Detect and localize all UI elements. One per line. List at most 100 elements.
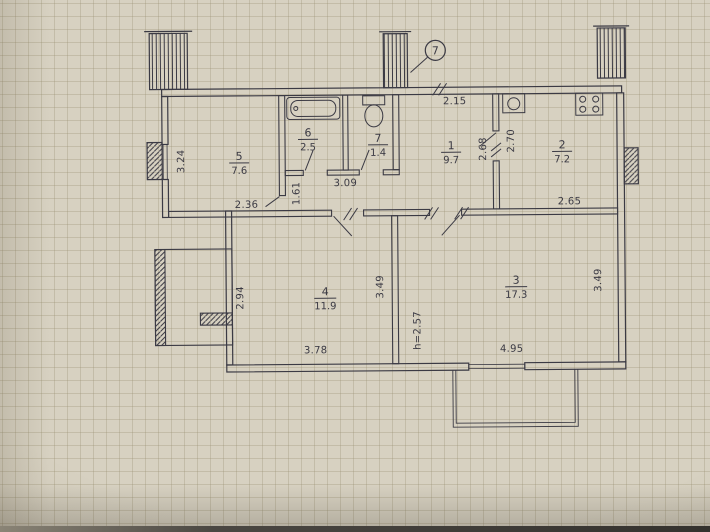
fixtures: [286, 92, 604, 128]
stove-burner: [579, 95, 587, 103]
wall-segment: [492, 93, 500, 132]
window-radiator-hatch: [146, 141, 163, 181]
wall-segment: [461, 207, 619, 216]
dimension-kitchen-height: 2.70: [506, 129, 517, 153]
dimension-room4-width: 3.78: [304, 345, 328, 356]
window-radiator-hatch: [623, 147, 639, 185]
chimney-middle-icon: [382, 32, 409, 89]
left-protrusion: [154, 248, 234, 347]
door-leaves: [265, 132, 497, 237]
bathtub-outer: [286, 96, 341, 121]
door-leaf-room3: [441, 214, 460, 236]
balcony-inner-line: [455, 369, 576, 424]
chimney-right-icon: [596, 27, 627, 79]
wall-segment: [278, 94, 286, 197]
room-area: 9.7: [443, 155, 459, 166]
room-area: 17.3: [505, 290, 527, 301]
wall-segment: [342, 94, 349, 171]
room-area: 7.6: [231, 166, 247, 177]
sink-outline: [502, 93, 526, 114]
wall-section-tick: [343, 207, 358, 221]
dimension-room5-width: 2.36: [235, 200, 259, 211]
room-label-4: 4 11.9: [314, 285, 336, 312]
room-label-6: 6 2.5: [298, 126, 319, 153]
wall-section-tick: [424, 207, 439, 220]
wall-segment: [524, 361, 627, 371]
wall-segment: [161, 85, 623, 98]
room-label-2: 2 7.2: [552, 138, 573, 165]
wall-segment: [161, 178, 170, 219]
wall-segment: [161, 95, 169, 146]
marker-circle: [424, 39, 446, 61]
wall-section-tick: [432, 83, 447, 96]
balcony-outline: [452, 369, 579, 428]
stove-burner: [592, 105, 600, 113]
wall-segment: [392, 94, 400, 171]
interior-walls: [168, 93, 619, 365]
apartment-number-marker: 7: [410, 39, 446, 73]
dimension-corridor-height: 1.61: [291, 182, 302, 206]
wall-segment: [326, 169, 360, 176]
toilet-icon: [362, 95, 386, 128]
wall-ticks: [343, 83, 502, 221]
wall-segment: [382, 169, 400, 176]
room-label-7: 7 1.4: [368, 132, 389, 159]
dimension-room4-left: 2.94: [235, 286, 246, 310]
dimension-ceiling-height: h=2.57: [412, 311, 423, 350]
stove-outline: [575, 92, 604, 116]
dimension-labels: 3.24 2.36 1.61 3.09 2.15 2.68 2.70 2.65 …: [176, 96, 604, 356]
room-number: 7: [374, 132, 381, 145]
dimension-room3-height: 3.49: [593, 268, 604, 292]
toilet-bowl: [364, 104, 384, 128]
marker-number: 7: [432, 44, 439, 57]
wall-segment: [284, 169, 304, 177]
room-number: 5: [236, 150, 243, 163]
table-edge: [0, 526, 710, 532]
dimension-kitchen-width: 2.65: [558, 196, 582, 207]
stove-burner: [579, 105, 587, 113]
door-leaf-wc: [360, 149, 370, 171]
dimension-room5-height: 3.24: [176, 150, 187, 174]
wall-segment: [226, 362, 470, 373]
dimension-hall-height: 2.68: [478, 137, 489, 161]
dimension-hall-width: 2.15: [443, 96, 467, 107]
bathtub-inner: [290, 99, 337, 117]
sink-basin: [507, 97, 521, 111]
kitchen-sink-icon: [502, 93, 526, 114]
room-area: 2.5: [300, 142, 316, 153]
door-leaf-bathroom: [304, 150, 314, 171]
wall-segment: [391, 215, 400, 365]
room-number: 2: [559, 138, 566, 151]
marker-leader-line: [410, 57, 428, 73]
wall-section-tick: [490, 142, 502, 158]
chimney-stacks: [144, 25, 630, 91]
balcony: [452, 369, 579, 428]
outer-walls: [146, 85, 639, 373]
door-leaf-room4: [333, 215, 353, 237]
room-label-5: 5 7.6: [229, 150, 250, 177]
wall-segment: [168, 209, 333, 219]
room-number: 1: [448, 139, 455, 152]
chimney-left-icon: [148, 32, 189, 91]
dimension-room3-width: 4.95: [500, 344, 524, 355]
protrusion-wall-hatch: [199, 312, 234, 326]
bathtub-icon: [286, 96, 341, 121]
stove-icon: [575, 92, 604, 116]
room-labels: 5 7.6 6 2.5 7 1.4 1 9.7 2 7: [229, 126, 573, 312]
room-area: 7.2: [554, 154, 570, 165]
room-number: 4: [322, 285, 329, 298]
room-number: 3: [513, 274, 520, 287]
room-area: 11.9: [314, 301, 336, 312]
wall-segment: [363, 208, 431, 217]
dimension-room4-height: 3.49: [375, 275, 386, 299]
wall-segment: [492, 160, 501, 210]
protrusion-outline: [154, 248, 234, 347]
room-label-1: 1 9.7: [441, 139, 462, 166]
dimension-corridor-width: 3.09: [334, 178, 358, 189]
stove-burner: [592, 95, 600, 103]
door-leaf-room5: [265, 196, 280, 208]
wall-section-tick: [454, 206, 469, 220]
